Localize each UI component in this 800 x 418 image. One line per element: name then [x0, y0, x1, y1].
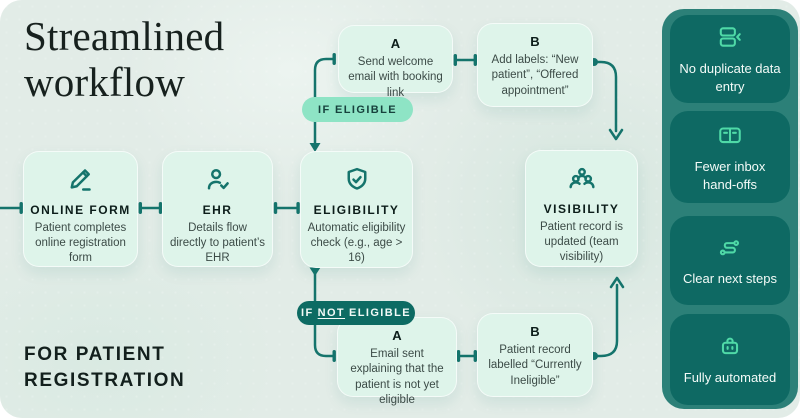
flow-card-label: ELIGIBILITY	[313, 203, 400, 217]
flow-card-label: VISIBILITY	[543, 202, 620, 216]
benefit-fewer-handoffs: Fewer inbox hand-offs	[670, 111, 790, 203]
team-icon	[566, 164, 598, 194]
flow-card-eligibility: ELIGIBILITY Automatic eligibility check …	[300, 151, 413, 268]
eligible-step-a-card: A Send welcome email with booking link	[338, 25, 453, 99]
not-eligible-step-a-card: A Email sent explaining that the patient…	[337, 317, 457, 406]
page-title-line2: workflow	[24, 58, 186, 105]
if-eligible-badge: IF ELIGIBLE	[302, 97, 413, 122]
page-title: Streamlined workflow	[24, 13, 225, 106]
footer-label-line2: REGISTRATION	[24, 369, 186, 391]
eligible-step-b-card: B Add labels: “New patient”, “Offered ap…	[477, 23, 593, 107]
badge-word-if: IF	[301, 307, 314, 319]
badge-word-not: NOT	[317, 307, 346, 319]
step-text: Patient record labelled “Currently Ineli…	[488, 344, 582, 387]
step-text: Email sent explaining that the patient i…	[350, 348, 444, 407]
route-icon	[717, 233, 743, 261]
step-letter: A	[392, 328, 402, 343]
step-text: Send welcome email with booking link	[348, 56, 443, 99]
benefit-label: Fewer inbox hand-offs	[694, 159, 766, 192]
step-letter: B	[530, 324, 540, 339]
footer-label-line1: FOR PATIENT	[24, 344, 166, 365]
inbox-icon	[717, 121, 743, 149]
footer-label: FOR PATIENT REGISTRATION	[24, 342, 185, 393]
flow-card-visibility: VISIBILITY Patient record is updated (te…	[525, 150, 638, 267]
flow-card-online-form: ONLINE FORM Patient completes online reg…	[23, 151, 138, 267]
flow-card-description: Patient completes online registration fo…	[34, 222, 127, 265]
badge-word-eligible: ELIGIBLE	[349, 307, 411, 319]
step-letter: B	[530, 34, 540, 49]
pencil-icon	[66, 165, 96, 195]
flow-card-description: Automatic eligibility check (e.g., age >…	[307, 222, 406, 265]
benefit-label: Clear next steps	[683, 271, 777, 287]
flow-card-label: ONLINE FORM	[30, 203, 131, 217]
benefit-label: Fully automated	[683, 370, 777, 386]
flow-card-description: Details flow directly to patient’s EHR	[169, 222, 266, 265]
flow-card-description: Patient record is updated (team visibili…	[539, 221, 624, 264]
benefit-label: No duplicate data entry	[679, 61, 781, 94]
page-title-line1: Streamlined	[24, 13, 225, 59]
benefit-no-duplicate: No duplicate data entry	[670, 15, 790, 103]
person-check-icon	[203, 165, 233, 195]
step-letter: A	[390, 36, 401, 51]
benefit-clear-next-steps: Clear next steps	[670, 216, 790, 305]
shield-check-icon	[342, 165, 372, 195]
step-text: Add labels: “New patient”, “Offered appo…	[491, 54, 579, 97]
benefits-sidebar: No duplicate data entry Fewer inbox hand…	[662, 9, 798, 409]
benefit-fully-automated: Fully automated	[670, 314, 790, 405]
if-not-eligible-badge: IF NOT ELIGIBLE	[297, 301, 415, 325]
not-eligible-step-b-card: B Patient record labelled “Currently Ine…	[477, 313, 593, 397]
robot-icon	[717, 332, 743, 360]
duplicate-icon	[717, 23, 743, 51]
flow-card-label: EHR	[202, 203, 233, 217]
flow-card-ehr: EHR Details flow directly to patient’s E…	[162, 151, 273, 267]
